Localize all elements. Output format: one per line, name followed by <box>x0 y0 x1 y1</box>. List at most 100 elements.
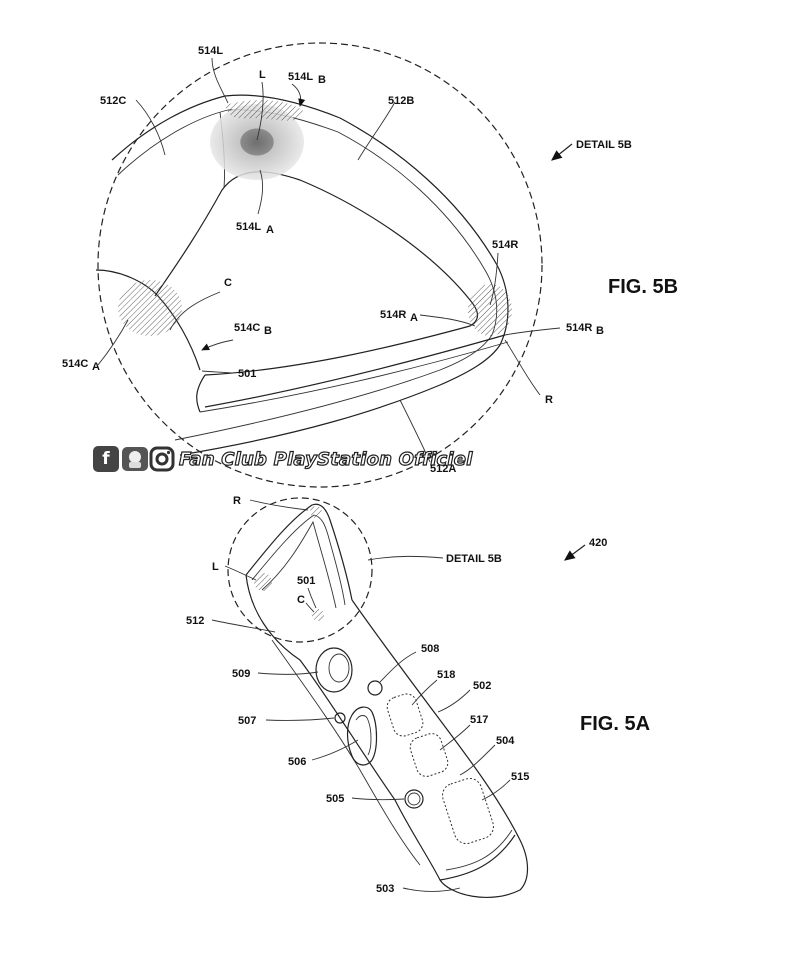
label-514LA-sub: A <box>266 224 274 236</box>
leader-501-5a <box>307 587 317 609</box>
move-button-509 <box>315 647 353 693</box>
body-end-cap-seam-inner <box>445 829 513 871</box>
label-503: 503 <box>376 883 394 895</box>
label-515: 515 <box>511 771 529 783</box>
corner-C-tip <box>196 374 206 413</box>
outer-frame-outline <box>111 94 509 456</box>
leader-512-5a <box>211 619 276 633</box>
leader-514L <box>211 57 229 104</box>
label-512C: 512C <box>100 95 126 107</box>
label-512A: 512A <box>430 463 456 475</box>
label-512-5a: 512 <box>186 615 204 627</box>
leader-501 <box>201 370 234 374</box>
leader-506 <box>311 739 359 761</box>
outer-frame-inner-edge <box>117 109 498 441</box>
label-514L: 514L <box>198 45 223 57</box>
leader-507 <box>265 717 335 721</box>
pad-515 <box>442 777 494 845</box>
pad-518 <box>386 693 424 737</box>
instagram-icon <box>149 446 175 472</box>
head-light-R <box>310 506 322 518</box>
label-501-5a: 501 <box>297 575 315 587</box>
figure-title-5a: FIG. 5A <box>580 713 650 735</box>
label-R-5b: R <box>545 394 553 406</box>
fig-5a-labels: R L 501 C 512 509 508 518 502 507 517 50… <box>186 495 650 895</box>
label-514RB: 514R <box>566 322 592 334</box>
hatched-zone-514C <box>118 280 182 336</box>
label-517: 517 <box>470 714 488 726</box>
fig-5b-detail <box>95 42 573 488</box>
hatched-zone-514LB <box>225 100 305 121</box>
playstation-mascot-icon <box>122 447 148 471</box>
leader-514RA <box>419 314 476 327</box>
label-C-5a: C <box>297 594 305 606</box>
label-508: 508 <box>421 643 439 655</box>
lower-band-inner <box>199 341 509 413</box>
label-L-5a: L <box>212 561 219 573</box>
head-frame-outer <box>245 503 353 601</box>
leader-512C <box>135 99 166 156</box>
leader-R <box>504 339 541 396</box>
move-button-509-inner <box>328 653 350 683</box>
inner-triangle-outline <box>154 171 479 376</box>
label-L: L <box>259 69 266 81</box>
leader-514LB <box>291 83 306 107</box>
detail-circle-5a <box>227 497 373 643</box>
head-light-C <box>312 609 324 621</box>
leader-C <box>169 291 221 331</box>
label-C: C <box>224 277 232 289</box>
head-light-L <box>254 573 272 591</box>
label-509: 509 <box>232 668 250 680</box>
label-514CB-sub: B <box>264 325 272 337</box>
pad-517 <box>409 733 449 777</box>
leader-514CA <box>97 319 129 366</box>
button-508 <box>367 680 383 696</box>
label-514RA-sub: A <box>410 312 418 324</box>
leader-L <box>256 81 264 141</box>
label-514CA-sub: A <box>92 361 100 373</box>
label-detail-5b-top: DETAIL 5B <box>576 139 632 151</box>
label-514CB: 514C <box>234 322 260 334</box>
leader-504 <box>459 744 496 776</box>
detail-5b-arrow <box>551 143 573 161</box>
leader-514R <box>489 252 499 306</box>
leader-L-5a <box>224 565 257 581</box>
button-505 <box>404 789 424 809</box>
leader-512A <box>399 399 431 463</box>
fig-5a-controller <box>211 497 586 898</box>
leader-509 <box>257 671 319 675</box>
leader-514CB <box>201 339 234 351</box>
leader-514LA <box>257 169 264 215</box>
label-504: 504 <box>496 735 515 747</box>
label-501-5b: 501 <box>238 368 256 380</box>
controller-body-outline <box>245 574 529 898</box>
leader-C-5a <box>305 602 315 613</box>
hatched-zone-514R <box>468 284 512 336</box>
leader-505 <box>351 797 405 801</box>
label-512B: 512B <box>388 95 414 107</box>
label-507: 507 <box>238 715 256 727</box>
label-514LB: 514L <box>288 71 313 83</box>
label-514RB-sub: B <box>596 325 604 337</box>
label-420: 420 <box>589 537 607 549</box>
label-506: 506 <box>288 756 306 768</box>
label-518: 518 <box>437 669 455 681</box>
watermark: f Fan Club PlayStation Officiel <box>93 444 473 474</box>
figure-title-5b: FIG. 5B <box>608 276 678 298</box>
button-506-inner <box>355 715 372 756</box>
label-514LB-sub: B <box>318 74 326 86</box>
fig-5b-labels: 514L L 514L B 512C 512B 514L A C 514R 51… <box>62 45 678 475</box>
leader-detail-5b <box>367 555 444 561</box>
light-zone-L <box>210 104 304 180</box>
button-506-slot <box>346 706 378 766</box>
head-opening <box>261 520 337 609</box>
leader-508 <box>379 651 417 683</box>
arrow-420 <box>564 544 586 561</box>
label-505: 505 <box>326 793 344 805</box>
leader-517 <box>439 724 471 751</box>
body-end-cap-seam <box>439 834 516 881</box>
head-frame-inner <box>251 514 346 606</box>
body-front-edge <box>271 639 421 866</box>
